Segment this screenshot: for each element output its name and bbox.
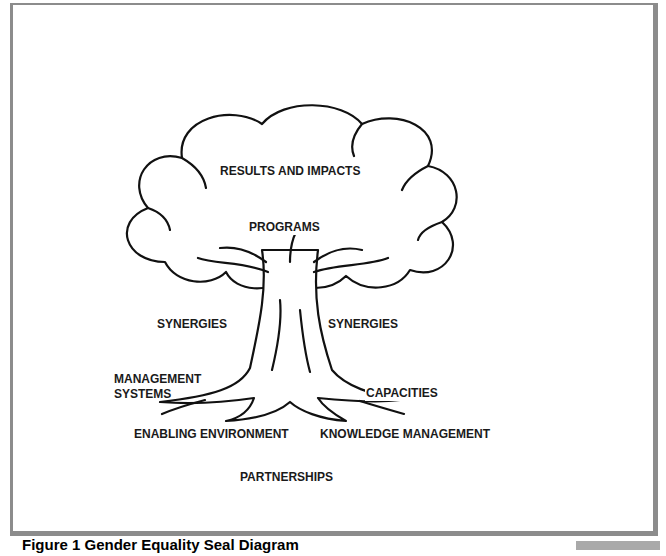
knowledge-label: KNOWLEDGE MANAGEMENT bbox=[319, 427, 491, 442]
partnerships-label: PARTNERSHIPS bbox=[239, 470, 334, 485]
synergies-label: SYNERGIES bbox=[156, 317, 228, 332]
frame-shadow bbox=[576, 541, 660, 550]
tree-branches bbox=[198, 232, 388, 372]
programs-label: PROGRAMS bbox=[248, 220, 321, 235]
canopy-lump bbox=[148, 124, 442, 240]
capacities-label: CAPACITIES bbox=[365, 386, 439, 401]
tree-trunk bbox=[160, 250, 400, 421]
management-label: MANAGEMENT SYSTEMS bbox=[113, 372, 211, 402]
results-label: RESULTS AND IMPACTS bbox=[219, 164, 361, 179]
root-lines bbox=[162, 400, 404, 414]
figure-caption: Figure 1 Gender Equality Seal Diagram bbox=[22, 536, 299, 554]
environment-label: ENABLING ENVIRONMENT bbox=[133, 427, 290, 442]
synergies-label: SYNERGIES bbox=[327, 317, 399, 332]
